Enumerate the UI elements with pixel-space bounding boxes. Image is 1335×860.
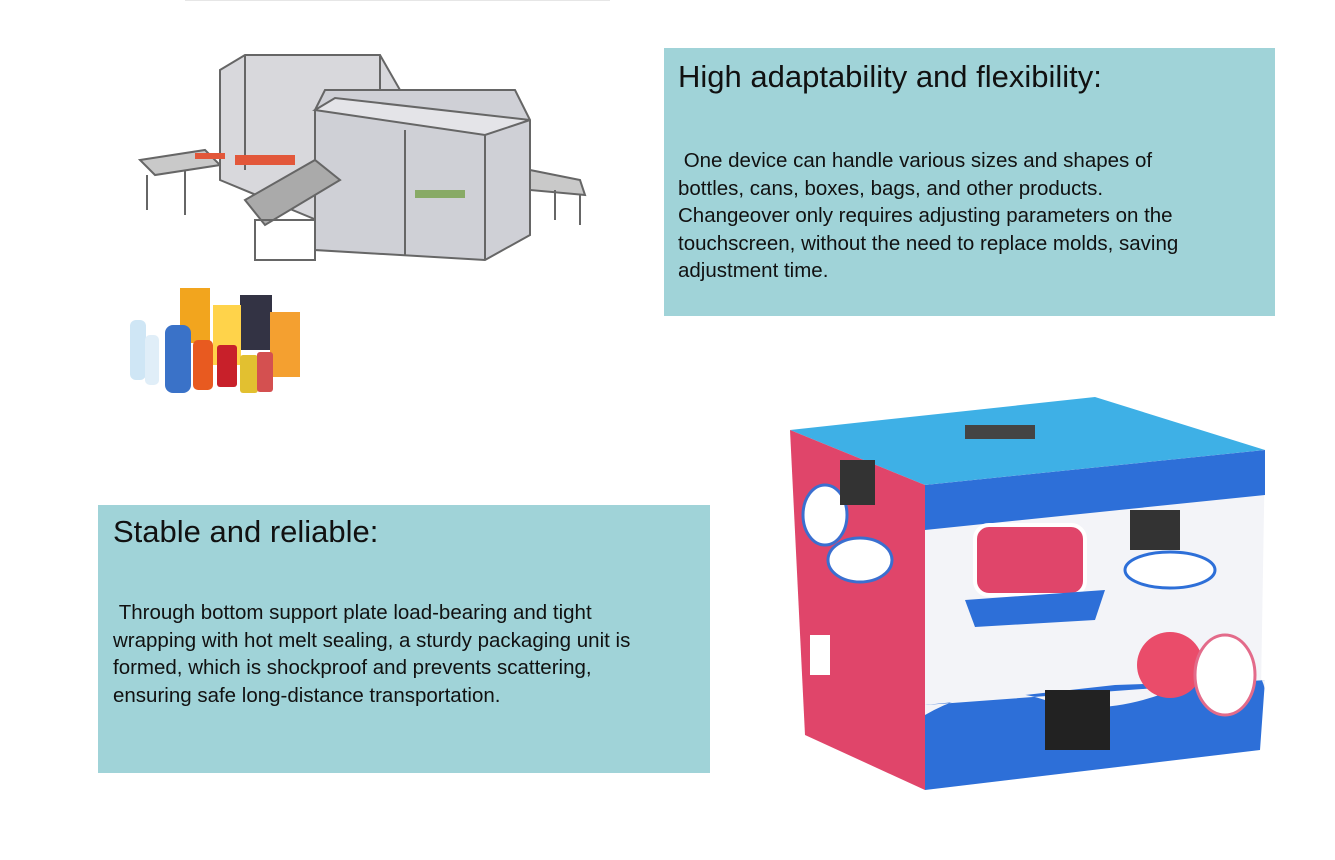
feature-description: One device can handle various sizes and … <box>678 149 1179 282</box>
feature-title: Stable and reliable: <box>113 514 379 549</box>
feature-card-stability: Stable and reliable: Through bottom supp… <box>98 505 710 773</box>
packing-machine-image <box>137 54 587 262</box>
feature-card-adaptability: High adaptability and flexibility: One d… <box>664 48 1275 316</box>
top-divider <box>185 0 610 1</box>
feature-title: High adaptability and flexibility: <box>678 59 1102 94</box>
feature-description: Through bottom support plate load-bearin… <box>113 601 631 707</box>
assorted-products-image <box>130 288 300 393</box>
carton-box-image <box>790 397 1265 790</box>
